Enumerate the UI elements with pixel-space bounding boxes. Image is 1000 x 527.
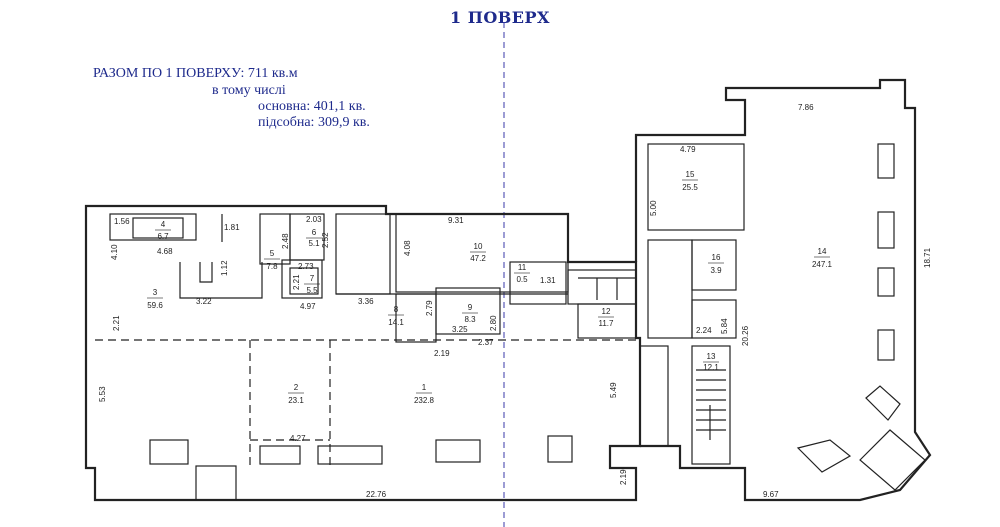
dimension-label: 5.53 (98, 386, 107, 402)
dimension-label: 1.81 (224, 223, 240, 232)
room-label-10: 10 47.2 (470, 242, 486, 263)
room-label-6: 65.1 (306, 228, 322, 248)
dimension-label: 5.00 (649, 200, 658, 216)
dimension-label: 2.19 (434, 349, 450, 358)
dimension-label: 3.36 (358, 297, 374, 306)
svg-text:3: 3 (153, 288, 158, 297)
room-label-7: 75.5 (304, 274, 320, 295)
dimension-label: 4.97 (300, 302, 316, 311)
dimension-label: 4.10 (110, 244, 119, 260)
svg-text:0.5: 0.5 (516, 275, 528, 284)
svg-text:3.9: 3.9 (710, 266, 722, 275)
svg-text:25.5: 25.5 (682, 183, 698, 192)
room-label-12: 12 11.7 (598, 307, 614, 328)
svg-text:8.3: 8.3 (464, 315, 476, 324)
room-label-5: 57.8 (264, 249, 280, 271)
dimension-label: 9.67 (763, 490, 779, 499)
svg-text:15: 15 (686, 170, 695, 179)
dimension-label: 4.27 (290, 434, 306, 443)
svg-text:6: 6 (312, 228, 317, 237)
dimension-label: 7.86 (798, 103, 814, 112)
dimension-label: 1.31 (540, 276, 556, 285)
svg-text:47.2: 47.2 (470, 254, 486, 263)
svg-text:14: 14 (818, 247, 827, 256)
svg-text:7: 7 (310, 274, 315, 283)
room-label-14: 14 247.1 (812, 247, 833, 269)
room-label-15: 15 25.5 (682, 170, 698, 192)
summary-auxiliary-area: підсобна: 309,9 кв. (258, 115, 370, 130)
room-label-1: 1 232.8 (414, 383, 435, 405)
dimension-label: 2.21 (112, 315, 121, 331)
svg-text:6.7: 6.7 (157, 232, 169, 241)
svg-text:23.1: 23.1 (288, 396, 304, 405)
dimension-label: 2.03 (306, 215, 322, 224)
svg-text:59.6: 59.6 (147, 301, 163, 310)
walls (84, 78, 932, 502)
dimension-label: 2.80 (489, 315, 498, 331)
dimension-label: 22.76 (366, 490, 387, 499)
svg-text:5.1: 5.1 (308, 239, 320, 248)
room-label-2: 223.1 (288, 383, 304, 405)
summary-total: РАЗОМ ПО 1 ПОВЕРХУ: 711 кв.м (93, 66, 298, 81)
svg-text:13: 13 (707, 352, 716, 361)
dimension-label: 2.19 (619, 469, 628, 485)
dimension-label: 2.52 (321, 232, 330, 248)
room-label-9: 98.3 (462, 303, 478, 324)
svg-text:10: 10 (474, 242, 483, 251)
dimension-label: 3.25 (452, 325, 468, 334)
svg-text:12.1: 12.1 (703, 363, 719, 372)
svg-text:14.1: 14.1 (388, 318, 404, 327)
room-label-4: 46.7 (155, 220, 171, 241)
dimension-label: 2.73 (298, 262, 314, 271)
dimension-label: 18.71 (923, 247, 932, 268)
room-label-16: 163.9 (708, 253, 724, 275)
dimension-label: 2.48 (281, 233, 290, 249)
dimension-label: 5.49 (609, 382, 618, 398)
svg-text:16: 16 (712, 253, 721, 262)
dimension-labels: 1.56 4.68 1.81 2.03 2.48 2.52 4.10 1.12 … (98, 103, 932, 499)
summary-main-area: основна: 401,1 кв. (258, 99, 366, 114)
svg-text:8: 8 (394, 305, 399, 314)
dimension-label: 1.12 (220, 260, 229, 276)
room-label-3: 359.6 (147, 288, 163, 310)
dimension-label: 2.37 (478, 338, 494, 347)
dimension-label: 4.68 (157, 247, 173, 256)
dimension-label: 4.08 (403, 240, 412, 256)
svg-text:1: 1 (422, 383, 427, 392)
room-label-11: 110.5 (514, 263, 530, 284)
room-label-8: 814.1 (388, 305, 404, 327)
interior-walls (95, 143, 926, 501)
room-label-13: 13 12.1 (703, 352, 719, 372)
dimension-label: 20.26 (741, 325, 750, 346)
svg-text:232.8: 232.8 (414, 396, 435, 405)
svg-text:12: 12 (602, 307, 611, 316)
svg-text:4: 4 (161, 220, 166, 229)
svg-text:247.1: 247.1 (812, 260, 833, 269)
svg-text:11.7: 11.7 (599, 319, 615, 328)
dimension-label: 9.31 (448, 216, 464, 225)
plan-title: 1 ПОВЕРХ (450, 8, 550, 27)
svg-text:5.5: 5.5 (306, 286, 318, 295)
dimension-label: 2.21 (292, 274, 301, 290)
svg-text:5: 5 (270, 249, 275, 258)
svg-text:9: 9 (468, 303, 473, 312)
dimension-label: 2.24 (696, 326, 712, 335)
summary-including: в тому числі (212, 83, 286, 98)
dimension-label: 1.56 (114, 217, 130, 226)
dimension-label: 2.79 (425, 300, 434, 316)
dimension-label: 4.79 (680, 145, 696, 154)
svg-text:11: 11 (518, 263, 527, 272)
svg-text:2: 2 (294, 383, 299, 392)
dimension-label: 5.84 (720, 318, 729, 334)
dimension-label: 3.22 (196, 297, 212, 306)
svg-text:7.8: 7.8 (266, 262, 278, 271)
